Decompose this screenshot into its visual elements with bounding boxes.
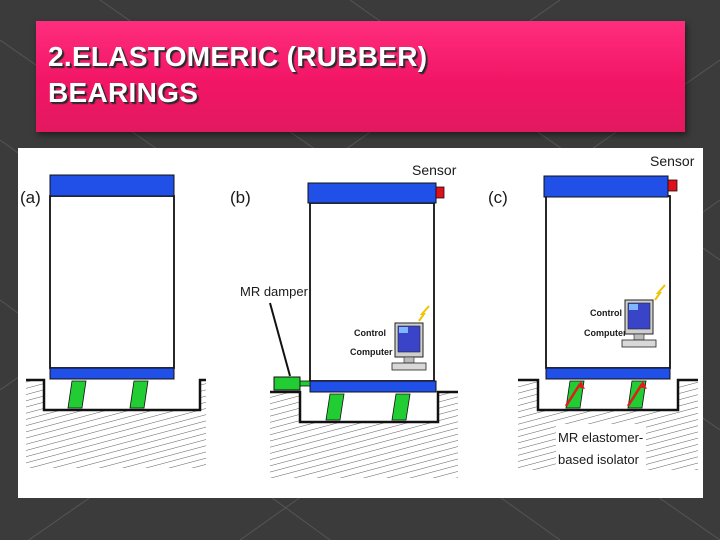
panel-c: (c) Sensor Control Computer xyxy=(488,153,698,472)
ground-edge xyxy=(26,378,206,412)
ground xyxy=(26,380,206,468)
isolator-label-bg xyxy=(556,424,646,472)
sensor-label: Sensor xyxy=(412,162,457,178)
sensor-icon xyxy=(435,186,445,199)
panel-b: (b) Sensor MR damper Control Computer xyxy=(230,162,458,478)
rubber-bearing xyxy=(67,380,87,409)
mr-damper xyxy=(273,376,301,391)
rubber-bearing xyxy=(325,393,345,421)
mr-elastomer-isolator xyxy=(626,380,647,409)
base-slab xyxy=(49,367,175,380)
damper-leader-line xyxy=(269,302,291,377)
building xyxy=(49,195,175,369)
rubber-bearing xyxy=(391,393,411,421)
title-line-2: BEARINGS xyxy=(48,77,199,108)
control-label: Control xyxy=(590,308,622,318)
mr-damper-label: MR damper xyxy=(240,284,309,299)
ground-edge xyxy=(518,378,698,412)
roof-slab xyxy=(307,182,437,204)
isolator-label-line-2: based isolator xyxy=(558,452,640,467)
control-label: Control xyxy=(354,328,386,338)
base-slab xyxy=(545,367,671,380)
panel-a-label: (a) xyxy=(20,188,41,207)
ground-edge xyxy=(270,390,458,424)
bearing-figure: (a) (b) Sensor MR damper xyxy=(18,148,703,498)
roof-slab xyxy=(543,175,669,198)
roof-slab xyxy=(49,174,175,197)
base-slab xyxy=(309,380,437,393)
ground xyxy=(270,392,458,478)
panel-b-label: (b) xyxy=(230,188,251,207)
computer-icon xyxy=(391,305,430,371)
title-banner: 2.ELASTOMERIC (RUBBER) BEARINGS xyxy=(36,21,685,132)
sensor-label: Sensor xyxy=(650,153,695,169)
slide-title: 2.ELASTOMERIC (RUBBER) BEARINGS xyxy=(48,39,668,111)
rubber-bearing xyxy=(129,380,149,409)
sensor-icon xyxy=(667,179,678,192)
panel-c-label: (c) xyxy=(488,188,508,207)
panel-a: (a) xyxy=(20,174,206,468)
computer-label: Computer xyxy=(584,328,627,338)
computer-label: Computer xyxy=(350,347,393,357)
isolator-label-line-1: MR elastomer- xyxy=(558,430,643,445)
mr-elastomer-isolator xyxy=(564,380,585,409)
title-line-1: 2.ELASTOMERIC (RUBBER) xyxy=(48,41,428,72)
computer-icon xyxy=(621,284,666,348)
damper-rod xyxy=(299,380,311,387)
